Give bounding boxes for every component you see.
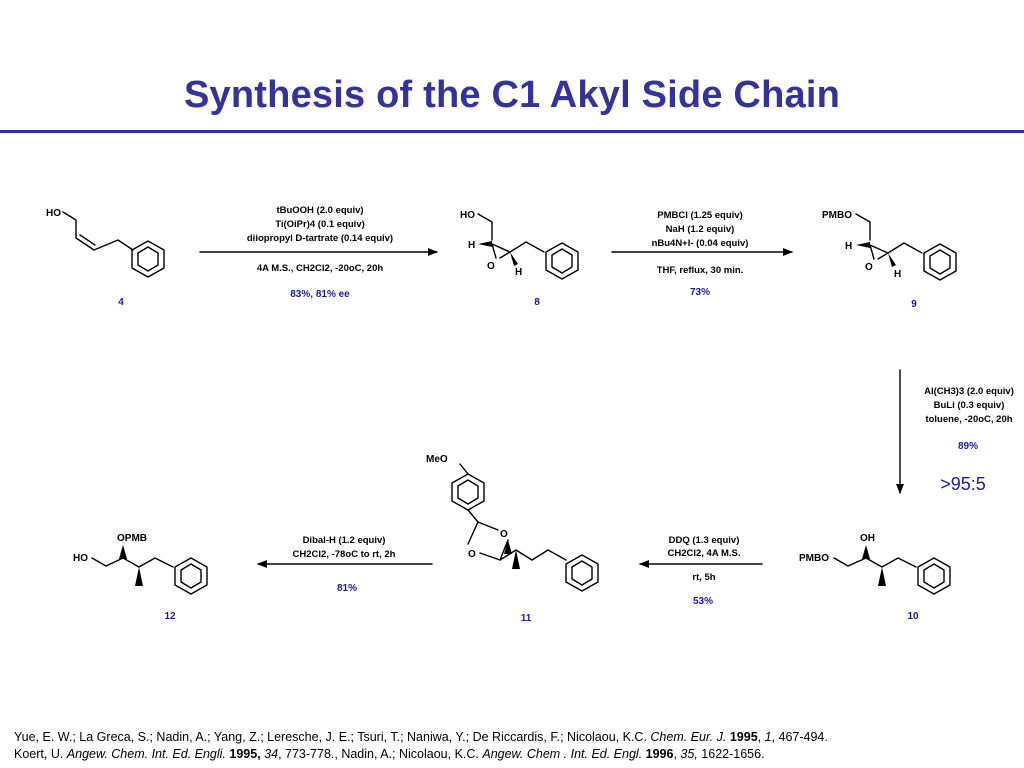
journal-name: Angew. Chem. Int. Ed. Engli. [66,747,226,761]
compound-11: MeO O O 11 [426,454,599,624]
diastereomer-ratio: >95:5 [940,474,986,494]
compound-number: 9 [911,299,917,310]
atom-label: O [468,549,476,560]
reference-year: 1996 [645,747,674,761]
step-3: Al(CH3)3 (2.0 equiv) BuLi (0.3 equiv) to… [896,369,1014,494]
reference-text: , [673,747,681,761]
atom-label: H [515,267,522,278]
reaction-condition: CH2Cl2, 4A M.S. [667,548,740,559]
atom-label: H [468,240,475,251]
atom-label: O [500,529,508,540]
reference-text: , 773-778., Nadin, A.; Nicolaou, K.C. [278,747,483,761]
reference-line: Yue, E. W.; La Greca, S.; Nadin, A.; Yan… [14,729,1014,746]
step-2: PMBCl (1.25 equiv) NaH (1.2 equiv) nBu4N… [611,210,793,298]
reference-line: Koert, U. Angew. Chem. Int. Ed. Engli. 1… [14,746,1014,763]
compound-number: 11 [521,613,532,624]
reaction-condition: PMBCl (1.25 equiv) [657,210,743,221]
atom-label: HO [46,208,61,219]
references: Yue, E. W.; La Greca, S.; Nadin, A.; Yan… [14,729,1014,763]
step-5: Dibal-H (1.2 equiv) CH2Cl2, -78oC to rt,… [257,535,433,594]
reaction-condition: Ti(OiPr)4 (0.1 equiv) [275,219,365,230]
compound-10: OH PMBO 10 [799,533,951,622]
atom-label: H [894,269,901,280]
reaction-yield: 89% [958,441,978,452]
compound-12: OPMB HO 12 [73,533,208,622]
reaction-condition: CH2Cl2, -78oC to rt, 2h [293,549,396,560]
atom-label: MeO [426,454,448,465]
step-1: tBuOOH (2.0 equiv) Ti(OiPr)4 (0.1 equiv)… [199,205,438,300]
title-divider [0,130,1024,133]
atom-label: PMBO [799,553,829,564]
slide-title: Synthesis of the C1 Akyl Side Chain [184,74,840,116]
reference-text: Yue, E. W.; La Greca, S.; Nadin, A.; Yan… [14,730,651,744]
atom-label: O [865,262,873,273]
journal-name: Chem. Eur. J. [650,730,727,744]
reaction-yield: 81% [337,583,357,594]
reaction-yield: 53% [693,596,713,607]
compound-number: 4 [118,297,124,308]
atom-label: O [487,261,495,272]
reaction-condition: rt, 5h [692,572,715,583]
reaction-condition: nBu4N+I- (0.04 equiv) [652,238,749,249]
reference-text: Koert, U. [14,747,67,761]
compound-9: PMBO H O H 9 [822,210,957,310]
journal-name: Angew. Chem . Int. Ed. Engl. [482,747,643,761]
atom-label: PMBO [822,210,852,221]
compound-number: 8 [534,297,540,308]
reaction-condition: toluene, -20oC, 20h [925,414,1012,425]
step-4: DDQ (1.3 equiv) CH2Cl2, 4A M.S. rt, 5h 5… [639,535,763,607]
reaction-condition: 4A M.S., CH2Cl2, -20oC, 20h [257,263,384,274]
atom-label: HO [460,210,475,221]
reaction-condition: diiopropyl D-tartrate (0.14 equiv) [247,233,393,244]
compound-number: 12 [164,611,176,622]
reference-year: 1995, [229,747,261,761]
compound-number: 10 [907,611,919,622]
atom-label: H [845,241,852,252]
reference-pages: , 467-494. [771,730,828,744]
reaction-condition: Al(CH3)3 (2.0 equiv) [924,386,1014,397]
reference-year: 1995 [729,730,758,744]
reaction-scheme: HO 4 HO H O H 8 PMBO H O H [46,205,1014,624]
reaction-condition: tBuOOH (2.0 equiv) [276,205,363,216]
reference-volume: 1 [764,730,772,744]
reaction-condition: DDQ (1.3 equiv) [669,535,740,546]
atom-label: OH [860,533,875,544]
reference-volume: 34 [264,747,279,761]
reaction-condition: Dibal-H (1.2 equiv) [303,535,386,546]
reference-pages: 1622-1656. [697,747,765,761]
reaction-condition: BuLi (0.3 equiv) [934,400,1005,411]
atom-label: HO [73,553,88,564]
reaction-condition: THF, reflux, 30 min. [657,265,744,276]
reference-text: , [757,730,765,744]
reference-volume: 35, [680,747,698,761]
reaction-yield: 73% [690,287,710,298]
compound-8: HO H O H 8 [460,210,579,308]
atom-label: OPMB [117,533,147,544]
reaction-yield: 83%, 81% ee [290,289,350,300]
reaction-condition: NaH (1.2 equiv) [666,224,735,235]
compound-4: HO 4 [46,208,165,308]
